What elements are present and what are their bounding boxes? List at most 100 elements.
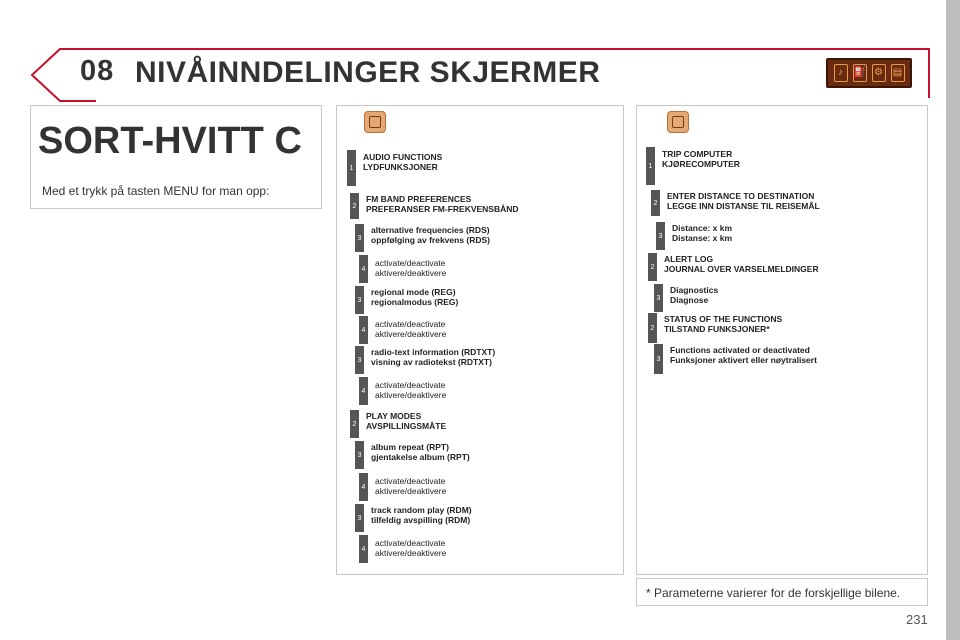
level-badge: 4: [359, 316, 368, 344]
menu-item-line: LYDFUNKSJONER: [363, 162, 438, 172]
level-badge: 2: [350, 410, 359, 438]
level-badge: 1: [347, 150, 356, 186]
menu-item-line: TILSTAND FUNKSJONER*: [664, 324, 770, 334]
intro-panel: [30, 105, 322, 209]
footnote-text: * Parameterne varierer for de forskjelli…: [646, 586, 901, 600]
menu-item-line: aktivere/deaktivere: [375, 486, 447, 496]
fuel-icon: ⛽: [852, 64, 867, 82]
level-badge: 3: [656, 222, 665, 250]
menu-item-line: aktivere/deaktivere: [375, 548, 447, 558]
menu-item-line: Diagnostics: [670, 285, 719, 295]
level-badge: 3: [355, 504, 364, 532]
audio-menu-item: 3 alternative frequencies (RDS)oppfølging…: [355, 224, 490, 252]
menu-item-line: aktivere/deaktivere: [375, 390, 447, 400]
menu-item-line: oppfølging av frekvens (RDS): [371, 235, 491, 245]
menu-item-line: Distance: x km: [672, 223, 732, 233]
menu-item-line: KJØRECOMPUTER: [662, 159, 740, 169]
menu-item-line: activate/deactivate: [375, 319, 446, 329]
menu-item-line: LEGGE INN DISTANSE TIL REISEMÅL: [667, 201, 820, 211]
menu-item-line: activate/deactivate: [375, 476, 446, 486]
level-badge: 2: [350, 193, 359, 219]
section-title: SORT-HVITT C: [38, 120, 302, 162]
menu-item-line: ENTER DISTANCE TO DESTINATION: [667, 191, 815, 201]
menu-item-line: FM BAND PREFERENCES: [366, 194, 472, 204]
level-badge: 3: [654, 344, 663, 374]
chapter-number: 08: [80, 55, 115, 87]
menu-item-line: Funksjoner aktivert eller nøytralisert: [670, 355, 817, 365]
menu-item-line: activate/deactivate: [375, 538, 446, 548]
menu-item-line: JOURNAL OVER VARSELMELDINGER: [664, 264, 819, 274]
level-badge: 3: [355, 224, 364, 252]
menu-item-line: track random play (RDM): [371, 505, 472, 515]
menu-item-line: Distanse: x km: [672, 233, 732, 243]
menu-item-line: activate/deactivate: [375, 258, 446, 268]
menu-item-line: alternative frequencies (RDS): [371, 225, 490, 235]
screen-icons-strip: ♪ ⛽ ⚙ ▤: [826, 58, 912, 88]
level-badge: 2: [651, 190, 660, 216]
menu-item-line: AVSPILLINGSMÅTE: [366, 421, 447, 431]
menu-item-line: STATUS OF THE FUNCTIONS: [664, 314, 783, 324]
menu-item-line: PREFERANSER FM-FREKVENSBÅND: [366, 204, 519, 214]
radio-icon: ♪: [833, 64, 848, 82]
menu-item-label: album repeat (RPT)gjentakelse album (RPT…: [371, 441, 470, 469]
audio-menu-panel: [336, 105, 624, 575]
level-badge: 3: [654, 284, 663, 312]
footnote-box: [636, 578, 928, 606]
level-badge: 4: [359, 377, 368, 405]
settings-icon: ⚙: [871, 64, 886, 82]
menu-item-line: aktivere/deaktivere: [375, 329, 447, 339]
menu-item-line: regional mode (REG): [371, 287, 456, 297]
trip-icon: ▤: [890, 64, 905, 82]
menu-item-line: TRIP COMPUTER: [662, 149, 733, 159]
level-badge: 1: [646, 147, 655, 185]
page-number: 231: [906, 612, 928, 627]
menu-item-line: Functions activated or deactivated: [670, 345, 810, 355]
menu-item-line: tilfeldig avspilling (RDM): [371, 515, 471, 525]
menu-item-line: gjentakelse album (RPT): [371, 452, 470, 462]
level-badge: 2: [648, 313, 657, 343]
menu-item-line: Diagnose: [670, 295, 709, 305]
menu-item-label: track random play (RDM)tilfeldig avspill…: [371, 504, 472, 532]
page-edge-bar: [946, 0, 960, 640]
menu-item-line: visning av radiotekst (RDTXT): [371, 357, 492, 367]
menu-item-line: PLAY MODES: [366, 411, 422, 421]
intro-text: Med et trykk på tasten MENU for man opp:: [42, 184, 270, 198]
menu-item-label: regional mode (REG)regionalmodus (REG): [371, 286, 458, 314]
level-badge: 3: [355, 286, 364, 314]
menu-item-line: aktivere/deaktivere: [375, 268, 447, 278]
menu-item-line: AUDIO FUNCTIONS: [363, 152, 443, 162]
trip-menu-panel: [636, 105, 928, 575]
menu-item-label: radio-text information (RDTXT)visning av…: [371, 346, 495, 374]
menu-item-line: regionalmodus (REG): [371, 297, 459, 307]
menu-item-line: album repeat (RPT): [371, 442, 449, 452]
